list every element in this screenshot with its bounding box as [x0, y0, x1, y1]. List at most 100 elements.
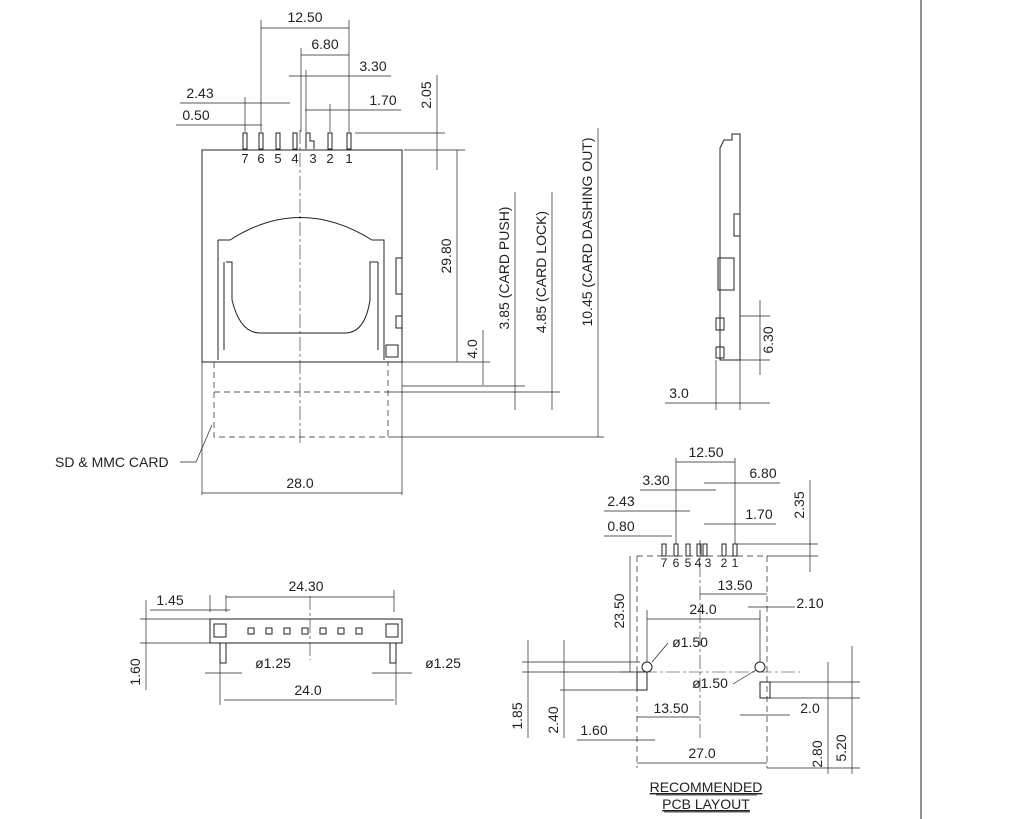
pcb-pad-left — [636, 671, 648, 691]
dim-1-45: 1.45 — [156, 592, 183, 608]
dim-29-80: 29.80 — [438, 238, 454, 273]
dim-6-80: 6.80 — [311, 36, 338, 52]
card-slot-outline — [217, 217, 385, 360]
pcb-dim-2-43: 2.43 — [607, 493, 634, 509]
top-view: 7 6 5 4 3 2 1 12.50 6.80 3.30 2.43 1.70 … — [55, 9, 604, 495]
pin-7 — [242, 132, 248, 150]
pcb-dim-0-80: 0.80 — [607, 518, 634, 534]
dim-1-60: 1.60 — [127, 658, 143, 685]
pcb-dim-6-80: 6.80 — [749, 465, 776, 481]
pcb-pad-6 — [673, 543, 679, 557]
pcb-hole-right — [754, 661, 766, 673]
dim-3-30: 3.30 — [359, 58, 386, 74]
pcb-dim-3-30: 3.30 — [642, 472, 669, 488]
pcb-dim-23-50: 23.50 — [611, 593, 627, 628]
card-tray-outline — [226, 261, 378, 334]
pcb-pin-label-6: 6 — [673, 556, 680, 570]
pcb-pad-5 — [685, 543, 691, 557]
pcb-dim-5-20: 5.20 — [833, 734, 849, 761]
pcb-dim-1-70: 1.70 — [745, 506, 772, 522]
dim-1-70: 1.70 — [369, 92, 396, 108]
pin-label-6: 6 — [257, 151, 264, 166]
dim-card-out: 10.45 (CARD DASHING OUT) — [579, 137, 595, 326]
pcb-pad-right — [759, 681, 771, 699]
pcb-dim-dia-1: ø1.50 — [672, 634, 708, 650]
dim-0-50: 0.50 — [182, 107, 209, 123]
detect-switch — [385, 344, 399, 358]
dim-6-30: 6.30 — [760, 326, 776, 353]
side-latch-small — [395, 315, 403, 329]
pcb-pad-4 — [696, 543, 702, 557]
top-view-pins — [242, 132, 352, 150]
dim-12-50: 12.50 — [287, 9, 322, 25]
side-latch — [395, 257, 403, 295]
pcb-pad-3 — [702, 543, 708, 557]
dim-card-lock: 4.85 (CARD LOCK) — [533, 211, 549, 333]
pin-label-4: 4 — [291, 151, 298, 166]
pcb-pin-label-2: 2 — [721, 556, 728, 570]
dim-dia-left: ø1.25 — [255, 655, 291, 671]
pin-2 — [327, 132, 333, 150]
card-leader-line — [180, 424, 213, 463]
pcb-dim-1-85: 1.85 — [509, 702, 525, 729]
dim-24-0: 24.0 — [294, 682, 321, 698]
sd-card-dashed-outline — [213, 362, 389, 438]
pcb-pin-label-1: 1 — [732, 556, 739, 570]
pin-label-5: 5 — [274, 151, 281, 166]
card-label: SD & MMC CARD — [55, 454, 169, 470]
side-view-notch — [733, 213, 741, 237]
front-view-contacts — [247, 627, 363, 635]
pin-label-1: 1 — [345, 151, 352, 166]
pcb-pad-2 — [721, 543, 727, 557]
pin-label-2: 2 — [326, 151, 333, 166]
pcb-dim-13-50-bot: 13.50 — [653, 700, 688, 716]
pcb-dim-12-50: 12.50 — [688, 444, 723, 460]
pcb-dim-2-80: 2.80 — [809, 740, 825, 767]
pcb-dim-27-0: 27.0 — [688, 745, 715, 761]
side-view-body — [719, 133, 741, 361]
pin-6 — [258, 132, 264, 150]
front-view: 24.30 1.45 1.60 ø1.25 ø1.25 24.0 — [127, 578, 461, 705]
dim-3-0: 3.0 — [669, 385, 689, 401]
dim-28-0: 28.0 — [286, 475, 313, 491]
pcb-dim-24-0: 24.0 — [689, 601, 716, 617]
pin-3 — [305, 132, 315, 149]
front-view-body — [209, 618, 403, 644]
dim-2-43: 2.43 — [186, 85, 213, 101]
pcb-layout: 7 6 5 4 3 2 1 12.50 6.80 3.30 2.43 1.70 … — [509, 444, 860, 813]
pin-4 — [292, 132, 298, 150]
pcb-dim-2-10: 2.10 — [796, 595, 823, 611]
pcb-dim-1-60: 1.60 — [580, 722, 607, 738]
pcb-dim-dia-2: ø1.50 — [692, 675, 728, 691]
hole-leader-2 — [732, 669, 757, 685]
side-view-latch — [717, 257, 735, 291]
connector-housing-outline — [201, 149, 403, 363]
pcb-title-line2: PCB LAYOUT — [662, 796, 750, 812]
pcb-pin-label-7: 7 — [661, 556, 668, 570]
pcb-dim-2-35: 2.35 — [791, 491, 807, 518]
front-left-block — [213, 623, 227, 638]
pcb-pin-label-4: 4 — [695, 556, 702, 570]
dim-2-05: 2.05 — [418, 81, 434, 108]
side-view-foot — [715, 346, 725, 359]
card-tray-rails — [223, 262, 379, 350]
pin-5 — [275, 132, 281, 150]
pcb-pad-1 — [732, 543, 738, 557]
dim-24-30: 24.30 — [288, 578, 323, 594]
front-right-block — [385, 623, 399, 638]
pcb-hole-left — [641, 661, 653, 673]
pin-1 — [346, 132, 352, 150]
dim-card-push: 3.85 (CARD PUSH) — [496, 207, 512, 330]
pcb-pads — [661, 543, 738, 557]
pcb-dim-13-50-top: 13.50 — [717, 577, 752, 593]
pin-label-3: 3 — [309, 151, 316, 166]
pcb-dim-2-0: 2.0 — [800, 700, 820, 716]
front-peg-left — [219, 642, 227, 664]
side-view-tab — [715, 317, 725, 331]
pcb-pin-label-3: 3 — [705, 556, 712, 570]
side-view: 6.30 3.0 — [665, 133, 776, 410]
front-peg-right — [389, 642, 397, 664]
dim-4-0: 4.0 — [464, 339, 480, 359]
pcb-dim-2-40: 2.40 — [545, 706, 561, 733]
